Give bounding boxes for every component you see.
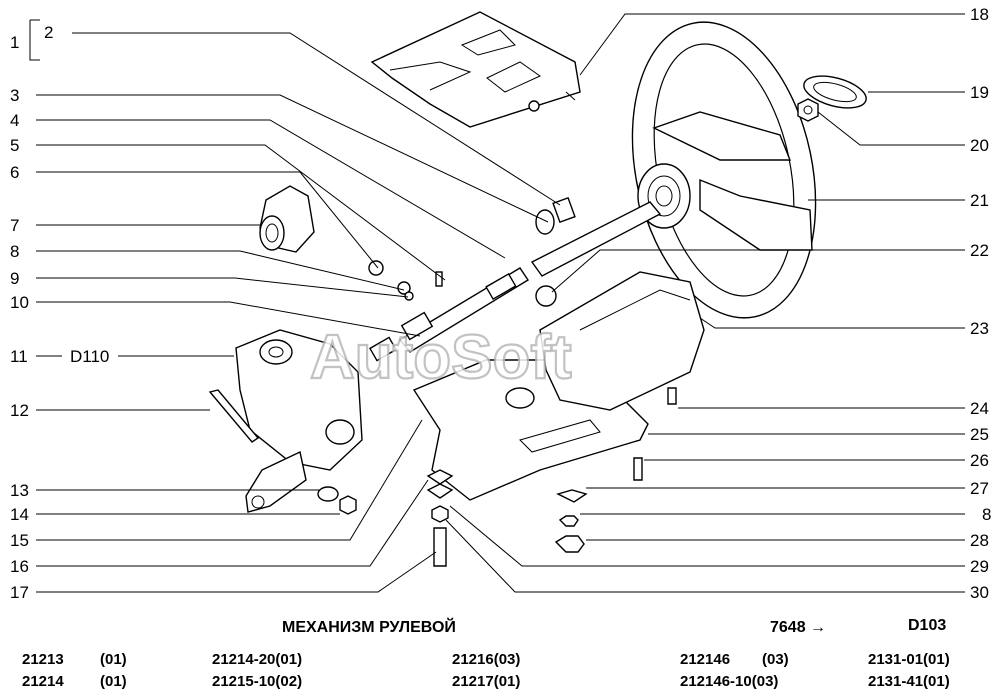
model-list: 21213 (01) 21214 (01) 21214-20(01) 21215… xyxy=(22,651,950,690)
model-code: 212146 xyxy=(680,651,730,668)
callout-21: 21 xyxy=(970,191,989,210)
callout-8-right: 8 xyxy=(982,505,991,524)
left-callouts: 1 2 3 4 5 6 7 8 9 10 11 D110 12 13 14 15… xyxy=(10,23,109,602)
callout-20: 20 xyxy=(970,136,989,155)
callout-13: 13 xyxy=(10,481,29,500)
parts-illustration xyxy=(208,11,867,567)
part-intermediate-shaft xyxy=(368,260,529,362)
model-variant: (01) xyxy=(100,651,127,668)
leader-lines xyxy=(29,13,965,593)
title-row: МЕХАНИЗМ РУЛЕВОЙ 7648 → D103 xyxy=(282,617,946,636)
callout-3: 3 xyxy=(10,86,19,105)
model-code: 21216(03) xyxy=(452,651,520,668)
watermark: AutoSoft xyxy=(310,323,572,392)
callout-28: 28 xyxy=(970,531,989,550)
model-code: 21213 xyxy=(22,651,64,668)
model-variant: (03) xyxy=(762,651,789,668)
diagram-title: МЕХАНИЗМ РУЛЕВОЙ xyxy=(282,617,456,636)
model-code: 2131-01(01) xyxy=(868,651,950,668)
range-code: 7648 → xyxy=(770,619,826,636)
part-19-emblem xyxy=(803,75,867,109)
callout-2: 2 xyxy=(44,23,53,42)
callout-8: 8 xyxy=(10,242,19,261)
part-23-column-casing xyxy=(539,271,705,411)
callout-9: 9 xyxy=(10,269,19,288)
callout-30: 30 xyxy=(970,583,989,602)
part-18-shroud-cover xyxy=(370,11,581,128)
model-code: 21214 xyxy=(22,673,64,690)
callout-27: 27 xyxy=(970,479,989,498)
callout-5: 5 xyxy=(10,136,19,155)
callout-26: 26 xyxy=(970,451,989,470)
callout-14: 14 xyxy=(10,505,29,524)
callout-16: 16 xyxy=(10,557,29,576)
callout-24: 24 xyxy=(970,399,989,418)
callout-6: 6 xyxy=(10,163,19,182)
callout-15: 15 xyxy=(10,531,29,550)
part-22-upper-shaft xyxy=(530,196,662,307)
callout-10: 10 xyxy=(10,293,29,312)
callout-22: 22 xyxy=(970,241,989,260)
page-code: D103 xyxy=(908,617,946,634)
callout-25: 25 xyxy=(970,425,989,444)
callout-17: 17 xyxy=(10,583,29,602)
model-variant: (01) xyxy=(100,673,127,690)
callout-12: 12 xyxy=(10,401,29,420)
callout-11-ref: D110 xyxy=(70,347,109,366)
part-20-nut xyxy=(797,98,819,122)
callout-29: 29 xyxy=(970,557,989,576)
model-code: 212146-10(03) xyxy=(680,673,778,690)
model-code: 21217(01) xyxy=(452,673,520,690)
part-11-steering-gear xyxy=(208,329,363,513)
model-code: 21214-20(01) xyxy=(212,651,302,668)
callout-11: 11 xyxy=(10,347,28,366)
callout-19: 19 xyxy=(970,83,989,102)
callout-18: 18 xyxy=(970,5,989,24)
part-7-bushing xyxy=(259,185,315,253)
callout-1: 1 xyxy=(10,33,19,52)
model-code: 2131-41(01) xyxy=(868,673,950,690)
callout-7: 7 xyxy=(10,216,19,235)
callout-23: 23 xyxy=(970,319,989,338)
callout-4: 4 xyxy=(10,111,19,130)
small-hardware xyxy=(317,387,677,567)
model-code: 21215-10(02) xyxy=(212,673,302,690)
right-callouts: 18 19 20 21 22 23 24 25 26 27 8 28 29 30 xyxy=(970,5,991,602)
